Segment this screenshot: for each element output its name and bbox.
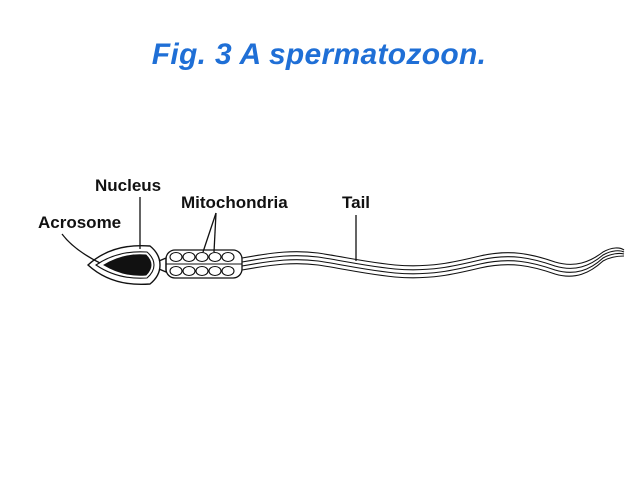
label-mitochondria: Mitochondria: [181, 193, 288, 212]
midpiece: [158, 249, 243, 279]
figure-title: Fig. 3 A spermatozoon.: [151, 38, 487, 71]
tail-strand: [241, 247, 625, 267]
mitochondria-pointer-1: [202, 212, 217, 253]
mitochondrion: [182, 251, 196, 263]
nucleus-shape: [103, 254, 152, 276]
tail-strand: [241, 252, 625, 275]
mitochondrion: [195, 251, 209, 263]
acrosome-outline: [86, 244, 161, 286]
tail-strand: [241, 250, 625, 271]
label-nucleus: Nucleus: [95, 176, 161, 195]
mitochondria-ovals: [169, 251, 235, 277]
mitochondrion: [221, 265, 235, 277]
tail: [241, 247, 625, 279]
pointer-lines: [61, 197, 357, 264]
mitochondrion: [182, 265, 196, 277]
mitochondrion: [169, 251, 183, 263]
mitochondrion: [221, 251, 235, 263]
mitochondria-pointer-2: [213, 212, 217, 253]
tail-strand: [241, 255, 625, 279]
head-inner-outline: [95, 251, 155, 279]
label-tail: Tail: [342, 193, 370, 212]
mitochondrion: [195, 265, 209, 277]
sperm-head: [86, 244, 161, 286]
mitochondrion: [208, 251, 222, 263]
acrosome-pointer: [61, 233, 101, 264]
label-acrosome: Acrosome: [38, 213, 121, 232]
mitochondrion: [208, 265, 222, 277]
mitochondrion: [169, 265, 183, 277]
